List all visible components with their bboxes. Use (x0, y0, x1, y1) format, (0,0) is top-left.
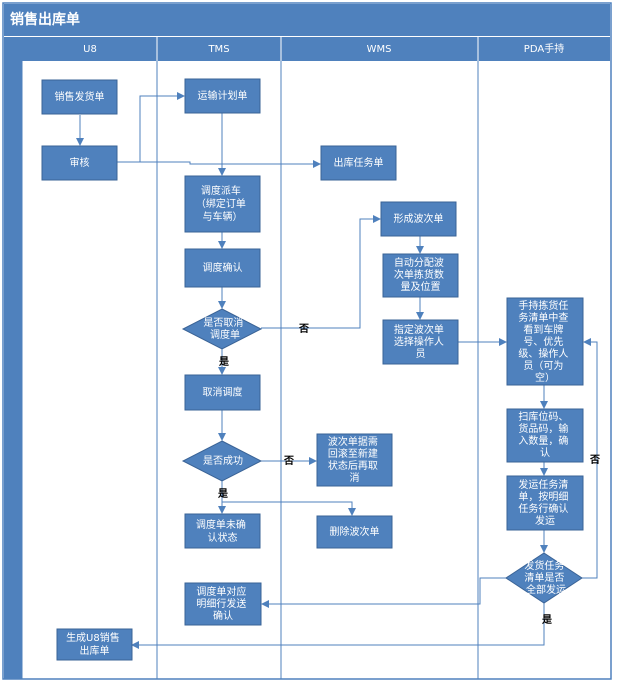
svg-text:取消调度: 取消调度 (203, 386, 243, 399)
label-no-success: 否 (283, 455, 294, 467)
node-dispatch: 调度派车 （绑定订单 与车辆） (184, 175, 261, 233)
node-delete-wave: 删除波次单 (316, 515, 393, 549)
node-wave-rollback: 波次单据需 回滚至新建 状态后再取 消 (316, 433, 393, 487)
node-sales-delivery: 销售发货单 (41, 79, 118, 115)
svg-text:销售发货单: 销售发货单 (55, 90, 105, 103)
svg-text:调度单未确 认状态: 调度单未确 认状态 (196, 518, 249, 544)
svg-text:审核: 审核 (70, 156, 90, 169)
node-assign-operator: 指定波次单 选择操作人 员 (382, 319, 459, 365)
lane-header-tms: TMS (207, 44, 229, 55)
node-send-task: 发运任务清 单，按明细 任务行确认 发运 (506, 475, 584, 531)
lane-header-u8: U8 (83, 44, 97, 55)
edge-review-to-outbound (117, 160, 321, 168)
node-outbound-task: 出库任务单 (320, 145, 397, 181)
pool-side-band (4, 37, 22, 679)
lane-header-wms: WMS (367, 44, 392, 55)
svg-text:指定波次单 选择操作人 员: 指定波次单 选择操作人 员 (394, 323, 447, 360)
node-auto-assign: 自动分配波 次单拣货数 量及位置 (382, 253, 459, 298)
node-scan: 扫库位码、 货品码，输 入数量，确 认 (506, 408, 584, 463)
label-yes-all: 是 (541, 614, 552, 626)
label-yes-cancel: 是 (218, 356, 229, 368)
label-yes-success: 是 (217, 488, 228, 500)
svg-text:自动分配波 次单拣货数 量及位置: 自动分配波 次单拣货数 量及位置 (394, 256, 447, 293)
node-cancel-dispatch-decision: 是否取消 调度单 (181, 308, 263, 350)
svg-text:波次单据需 回滚至新建 状态后再取: 波次单据需 回滚至新建 状态后再取 消 (328, 435, 381, 484)
node-generate-u8: 生成U8销售 出库单 (56, 628, 133, 661)
edge-successq-to-delete (222, 501, 356, 516)
svg-text:运输计划单: 运输计划单 (198, 89, 248, 102)
node-pda-task-list: 手持拣货任 务清单中查 看到车牌 号、优先 级、操作人 员（可为 空） (506, 297, 584, 386)
svg-text:发货任务 清单是否 全部发运: 发货任务 清单是否 全部发运 (524, 559, 567, 596)
label-no-cancel: 否 (298, 323, 309, 335)
svg-text:调度单对应 明细行发送 确认: 调度单对应 明细行发送 确认 (196, 585, 249, 622)
diagram-title: 销售出库单 (10, 11, 80, 28)
node-detail-confirm: 调度单对应 明细行发送 确认 (184, 582, 262, 626)
svg-text:出库任务单: 出库任务单 (334, 156, 384, 169)
edge-allq-to-detail (261, 577, 506, 608)
node-dispatch-confirm: 调度确认 (184, 248, 261, 288)
node-cancel-dispatch: 取消调度 (184, 374, 261, 411)
edges (76, 92, 598, 649)
svg-text:生成U8销售 出库单: 生成U8销售 出库单 (66, 631, 123, 657)
node-unconfirmed-status: 调度单未确 认状态 (184, 513, 261, 549)
svg-text:删除波次单: 删除波次单 (330, 525, 380, 538)
node-wave-form: 形成波次单 (380, 201, 457, 237)
title-bar (4, 4, 610, 36)
label-no-all: 否 (589, 454, 600, 466)
svg-text:调度派车 （绑定订单 与车辆）: 调度派车 （绑定订单 与车辆） (196, 184, 249, 223)
node-review: 审核 (41, 145, 118, 181)
svg-text:调度确认: 调度确认 (203, 261, 243, 274)
lane-header-bar (4, 37, 610, 61)
lane-header-pda: PDA手持 (524, 42, 564, 55)
svg-text:发运任务清 单，按明细 任务行确认: 发运任务清 单，按明细 任务行确认 发运 (518, 478, 571, 527)
node-transport-plan: 运输计划单 (184, 78, 261, 114)
edge-allq-loop (582, 338, 598, 579)
svg-text:扫库位码、 货品码，输 入数量，确: 扫库位码、 货品码，输 入数量，确 认 (518, 410, 571, 459)
edge-allq-to-u8 (131, 603, 545, 649)
edge-cancelq-to-wave (261, 215, 381, 329)
svg-text:形成波次单: 形成波次单 (394, 212, 444, 225)
node-all-shipped-decision: 发货任务 清单是否 全部发运 (505, 552, 583, 604)
svg-text:是否成功: 是否成功 (203, 455, 243, 467)
svg-text:手持拣货任 务清单中查 看到车牌: 手持拣货任 务清单中查 看到车牌 号、优先 级、操作人 员（可为 空） (518, 299, 571, 384)
svg-text:是否取消 调度单: 是否取消 调度单 (203, 316, 246, 341)
node-success-decision: 是否成功 (181, 440, 263, 482)
